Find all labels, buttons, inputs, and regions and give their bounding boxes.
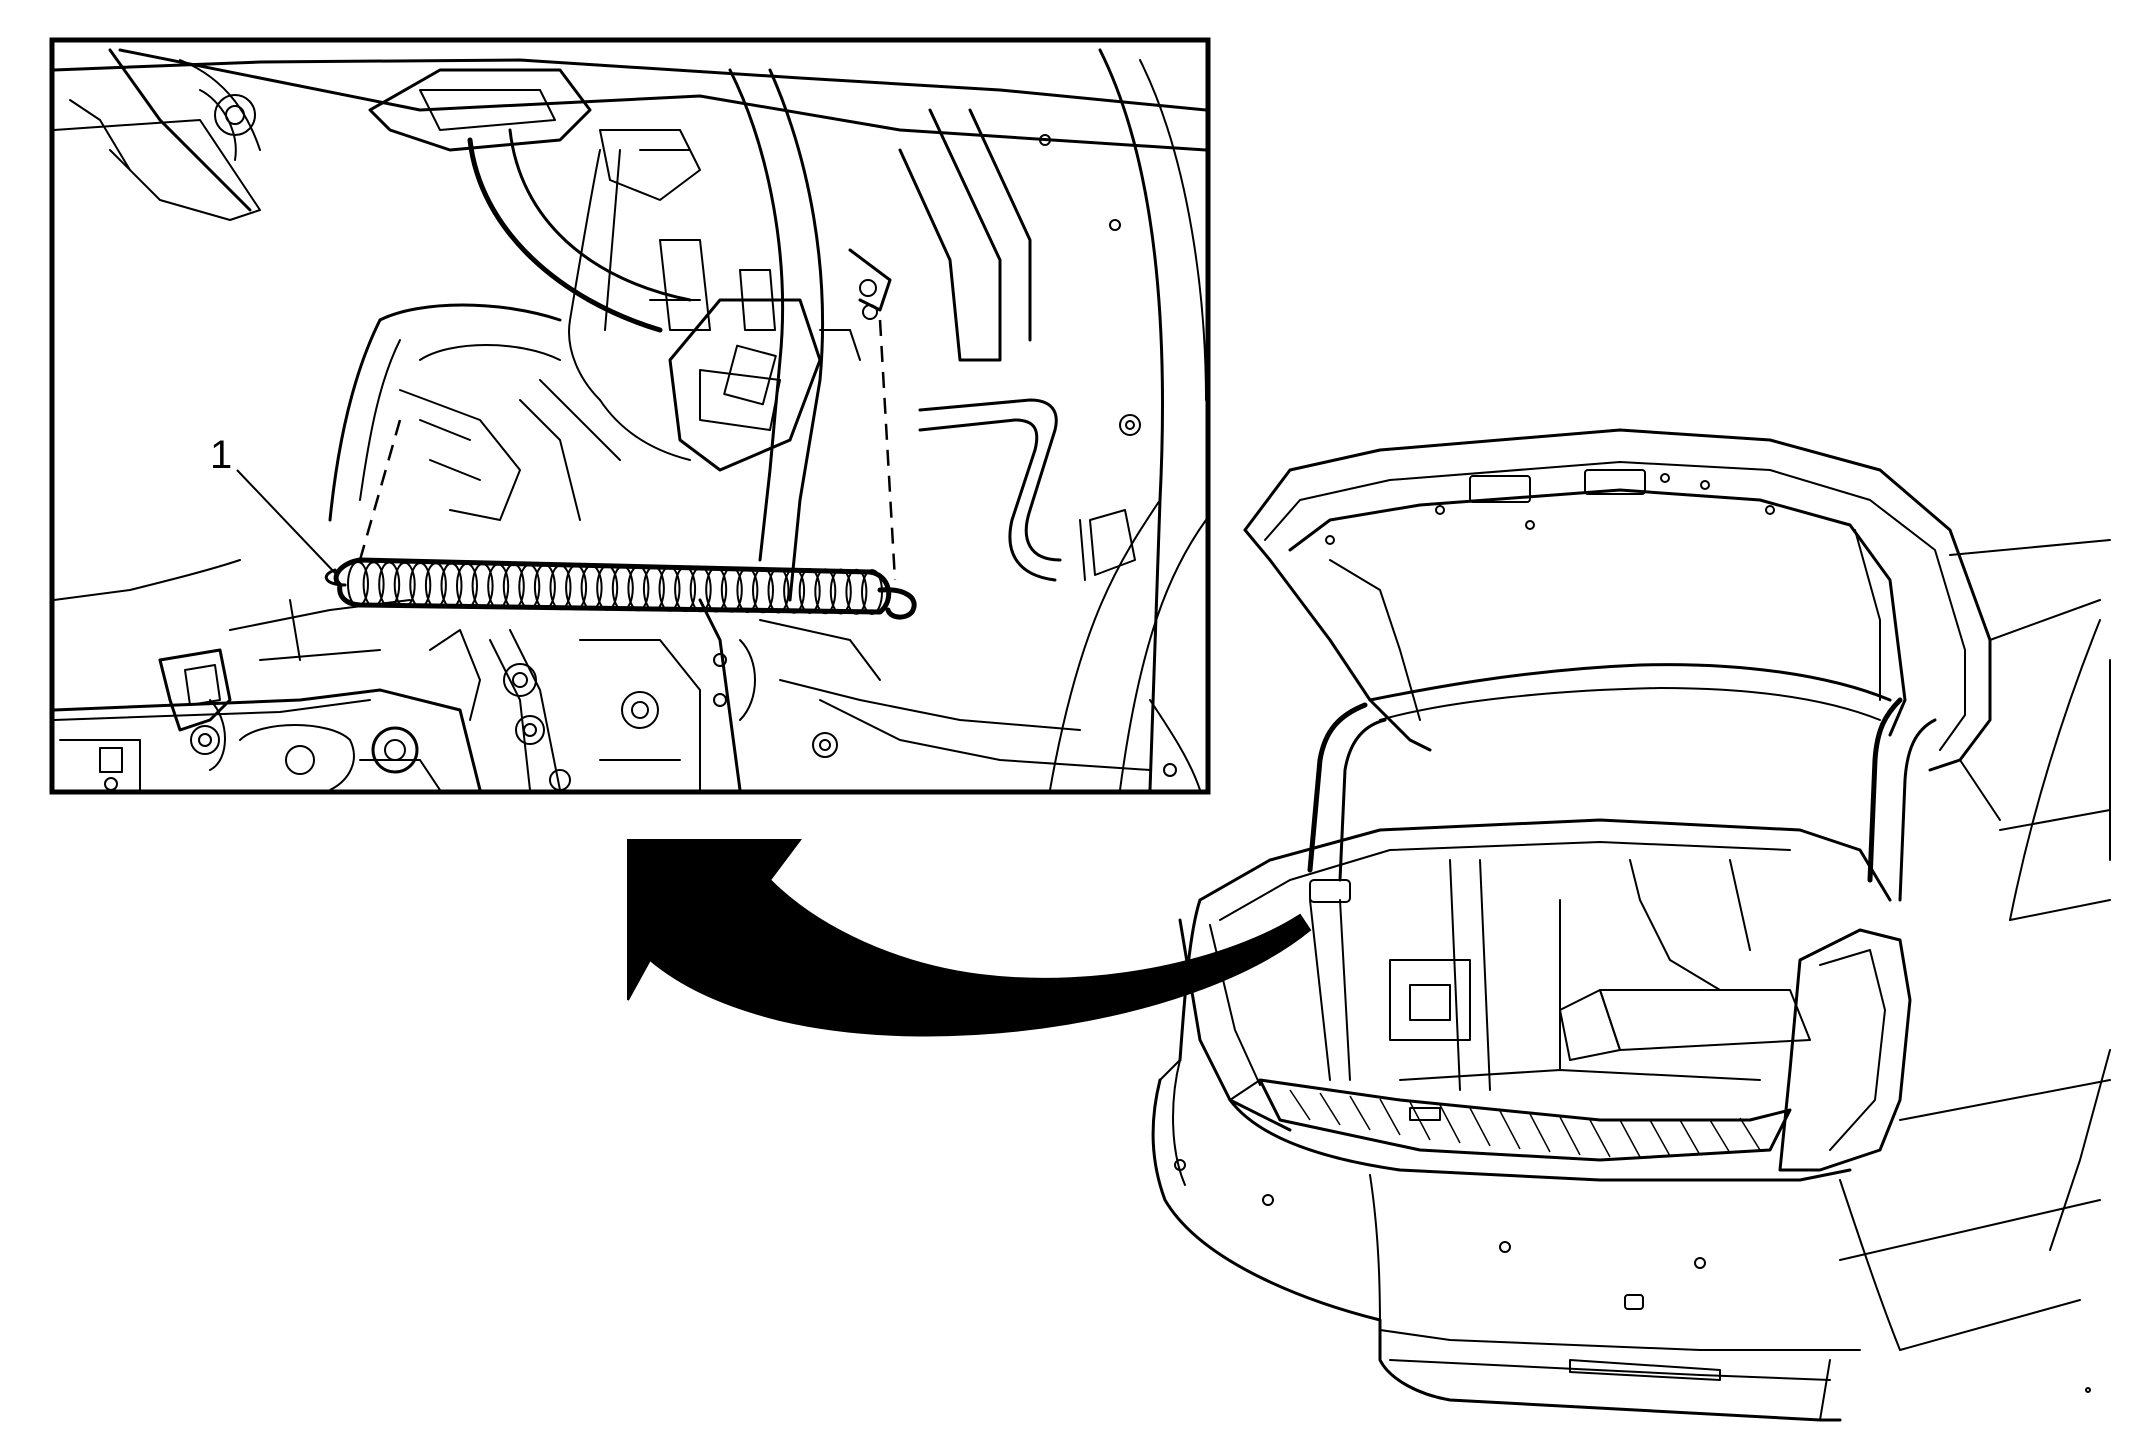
spring-coil bbox=[752, 567, 774, 614]
vehicle-rear-view bbox=[1151, 428, 2111, 1422]
spring-coil bbox=[580, 564, 603, 611]
spring-coil bbox=[456, 562, 478, 609]
spring-coil bbox=[674, 566, 697, 613]
spring-coils bbox=[347, 561, 883, 615]
spring-component bbox=[324, 557, 917, 620]
spring-coil bbox=[658, 565, 681, 612]
spring-coil bbox=[596, 564, 619, 611]
spring-coil bbox=[440, 562, 463, 609]
rear-bumper bbox=[1151, 1078, 1842, 1422]
callout-1: 1 bbox=[210, 433, 337, 575]
spring-coil bbox=[736, 567, 759, 614]
spring-coil bbox=[814, 568, 837, 615]
spring-coil bbox=[845, 568, 868, 615]
spring-coil bbox=[533, 563, 556, 610]
sill-plate bbox=[1258, 1078, 1792, 1162]
spring-coil bbox=[502, 563, 525, 610]
spring-coil bbox=[424, 562, 447, 609]
spring-coil bbox=[829, 568, 852, 615]
spring-coil bbox=[393, 561, 416, 608]
hinge-area-linework bbox=[54, 48, 1206, 790]
spring-coil bbox=[518, 563, 541, 610]
spring-coil bbox=[471, 562, 494, 609]
spring-coil bbox=[767, 567, 790, 614]
view-direction-arrow bbox=[627, 839, 1312, 1037]
spring-coil bbox=[642, 565, 665, 612]
callout-leader bbox=[236, 469, 337, 575]
spring-coil bbox=[409, 562, 432, 608]
spring-coil bbox=[720, 566, 743, 613]
inset-frame bbox=[49, 37, 1211, 795]
sill-hatching bbox=[1289, 1089, 1761, 1158]
spring-coil bbox=[798, 568, 821, 614]
callout-number: 1 bbox=[210, 433, 232, 477]
spring-coil bbox=[705, 566, 728, 613]
spring-coil bbox=[783, 567, 806, 614]
trunk-lid bbox=[1243, 428, 1992, 772]
spring-coil bbox=[549, 564, 572, 611]
spring-coil bbox=[565, 564, 588, 611]
spring-coil bbox=[611, 565, 634, 612]
spring-coil bbox=[627, 565, 650, 612]
spring-coil bbox=[347, 561, 369, 607]
spring-coil bbox=[487, 563, 510, 610]
spring-coil bbox=[362, 561, 385, 608]
spring-coil bbox=[689, 566, 712, 613]
spring-coil bbox=[378, 561, 401, 608]
detail-inset bbox=[49, 37, 1211, 795]
